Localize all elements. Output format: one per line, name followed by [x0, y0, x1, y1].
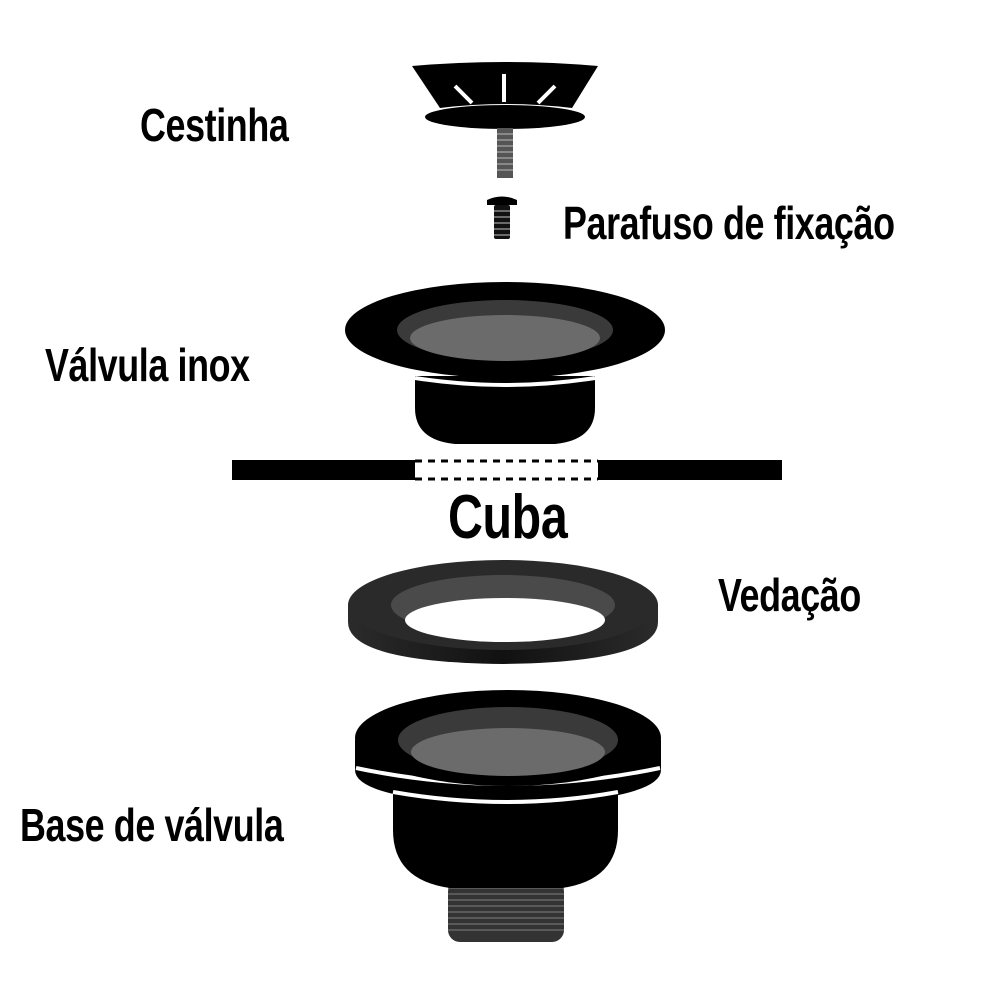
label-parafuso: Parafuso de fixação [563, 197, 895, 249]
sink-line-icon [232, 459, 782, 481]
stainless-valve-icon [345, 282, 665, 444]
strainer-basket-icon [412, 62, 598, 178]
label-vedacao: Vedação [718, 569, 861, 621]
screw-icon [487, 196, 517, 239]
gasket-icon [348, 560, 658, 664]
label-cestinha: Cestinha [140, 99, 289, 151]
label-base-valvula: Base de válvula [20, 799, 284, 851]
label-cuba: Cuba [448, 483, 568, 552]
valve-base-icon [355, 690, 661, 942]
label-valvula-inox: Válvula inox [45, 339, 250, 391]
